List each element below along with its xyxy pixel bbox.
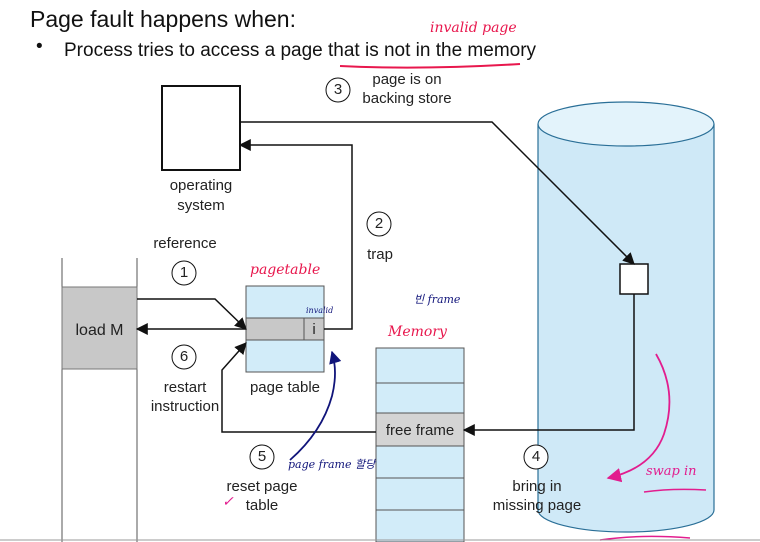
instruction-text: load M <box>75 322 124 339</box>
reset-arrow <box>221 342 376 433</box>
free-frame-note: 빈 frame <box>414 293 461 306</box>
bullet-text: Process tries to access a page that is n… <box>64 40 537 61</box>
reference-label: reference <box>153 235 217 252</box>
os-label-line2: system <box>177 197 225 214</box>
underline-annotation <box>339 63 521 69</box>
invalid-small-note: invalid <box>306 306 334 315</box>
step-6-number: 6 <box>179 348 189 365</box>
free-frame-label: free frame <box>385 422 455 439</box>
page-frame-note-arrow <box>289 350 342 461</box>
step3-label-line1: page is on <box>372 71 442 88</box>
invalid-page-note: invalid page <box>430 20 517 36</box>
swap-underline <box>643 488 707 493</box>
step3-label-line2: backing store <box>362 90 452 107</box>
swap-in-note: swap in <box>646 464 697 479</box>
reset-label-line1: reset page <box>226 478 298 495</box>
disk-page-box <box>619 263 649 295</box>
physical-memory <box>375 347 465 542</box>
reference-arrow <box>137 298 247 330</box>
step-2-circle <box>366 211 392 237</box>
restart-label-line1: restart <box>163 379 207 396</box>
step-1-number: 1 <box>179 264 189 281</box>
step-5-circle <box>249 444 275 470</box>
trap-label: trap <box>367 246 393 263</box>
bullet-marker: • <box>36 36 43 57</box>
reset-label-line2: table <box>245 497 279 514</box>
step-1-circle <box>171 260 197 286</box>
bring-label-line2: missing page <box>492 497 582 514</box>
step-5-number: 5 <box>257 448 267 465</box>
page-frame-note: page frame 할당 <box>288 458 376 471</box>
checkmark-note: ✓ <box>222 494 234 510</box>
backing-store-arrow <box>240 121 635 265</box>
step-3-circle <box>325 77 351 103</box>
swap-arrow <box>606 353 671 483</box>
page-table <box>245 285 325 373</box>
step-circles <box>171 77 549 470</box>
pagetable-note: pagetable <box>250 262 321 278</box>
bring-in-arrow <box>462 294 635 436</box>
invalid-bit: i <box>312 321 316 338</box>
memory-note: Memory <box>388 324 447 340</box>
step-4-number: 4 <box>531 448 541 465</box>
os-label-line1: operating <box>169 177 233 194</box>
restart-label-line2: instruction <box>150 398 220 415</box>
trap-arrow <box>238 139 353 330</box>
instruction-box <box>61 286 138 370</box>
slide-title: Page fault happens when: <box>30 6 296 32</box>
step-6-circle <box>171 344 197 370</box>
page-table-label: page table <box>249 379 321 396</box>
bottom-scribble <box>599 535 691 541</box>
step-2-number: 2 <box>374 215 384 232</box>
step-4-circle <box>523 444 549 470</box>
step-3-number: 3 <box>333 81 343 98</box>
os-box <box>161 85 241 171</box>
bring-label-line1: bring in <box>512 478 562 495</box>
